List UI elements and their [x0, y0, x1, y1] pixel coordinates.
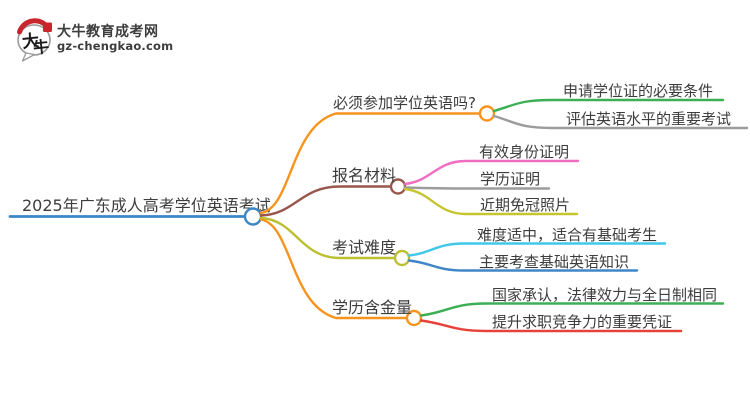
branch-2-child-2-curve	[403, 186, 551, 190]
logo-seal-icon	[43, 22, 52, 32]
branch-2-child-2-label: 学历证明	[480, 170, 540, 188]
branch-degree-value: 学历含金量 国家承认，法律效力与全日制相同 提升求职竞争力的重要凭证	[259, 218, 725, 333]
branch-1-circle	[478, 105, 496, 122]
branch-1-child-2-label: 评估英语水平的重要考试	[566, 110, 731, 128]
logo-site-title: 大牛教育成考网	[57, 23, 159, 40]
branch-1-child-1-curve	[492, 98, 725, 113]
branch-3-curve	[259, 216, 397, 260]
branch-1-curve	[259, 112, 482, 215]
branch-4-label: 学历含金量	[332, 298, 412, 317]
branch-4-circle	[405, 309, 423, 327]
branch-2-child-3-label: 近期免冠照片	[480, 196, 570, 214]
branch-2-child-3-curve	[403, 187, 579, 216]
logo-bubble-char-1: 大	[21, 30, 40, 53]
root-label: 2025年广东成人高考学位英语考试	[22, 196, 271, 215]
branch-3-child-1-curve	[407, 242, 667, 257]
branch-4-child-1-label: 国家承认，法律效力与全日制相同	[492, 286, 717, 304]
logo-bubble-tail-icon	[21, 52, 36, 62]
branch-1-label: 必须参加学位英语吗?	[333, 94, 476, 112]
branch-3-circle	[393, 249, 411, 267]
branch-must-take-exam: 必须参加学位英语吗? 申请学位证的必要条件 评估英语水平的重要考试	[259, 82, 749, 215]
branch-2-child-1-label: 有效身份证明	[479, 143, 569, 161]
site-logo[interactable]: 大 牛 大牛教育成考网 gz-chengkao.com	[17, 18, 173, 62]
root-node: 2025年广东成人高考学位英语考试	[8, 196, 271, 226]
logo-bubble-char-2: 牛	[32, 37, 50, 58]
branch-4-child-1-curve	[419, 302, 725, 317]
branch-2-curve	[259, 185, 393, 217]
branch-1-child-1-label: 申请学位证的必要条件	[563, 82, 713, 100]
logo-red-arc-icon	[17, 18, 48, 35]
branch-exam-difficulty: 考试难度 难度适中，适合有基础考生 主要考查基础英语知识	[259, 216, 667, 272]
branch-4-child-2-label: 提升求职竞争力的重要凭证	[492, 313, 672, 331]
branch-2-label: 报名材料	[332, 166, 396, 185]
branch-4-child-2-curve	[419, 319, 683, 333]
branch-1-child-2-curve	[492, 114, 749, 130]
branch-3-child-1-label: 难度适中，适合有基础考生	[477, 226, 657, 244]
branch-4-curve	[259, 218, 409, 320]
branch-3-child-2-label: 主要考查基础英语知识	[479, 253, 629, 271]
branch-application-materials: 报名材料 有效身份证明 学历证明 近期免冠照片	[259, 143, 580, 217]
branch-3-label: 考试难度	[332, 238, 396, 257]
logo-site-domain: gz-chengkao.com	[57, 39, 173, 53]
branch-3-child-2-curve	[407, 259, 639, 272]
branch-2-child-1-curve	[403, 159, 580, 186]
root-node-circle	[243, 207, 263, 226]
